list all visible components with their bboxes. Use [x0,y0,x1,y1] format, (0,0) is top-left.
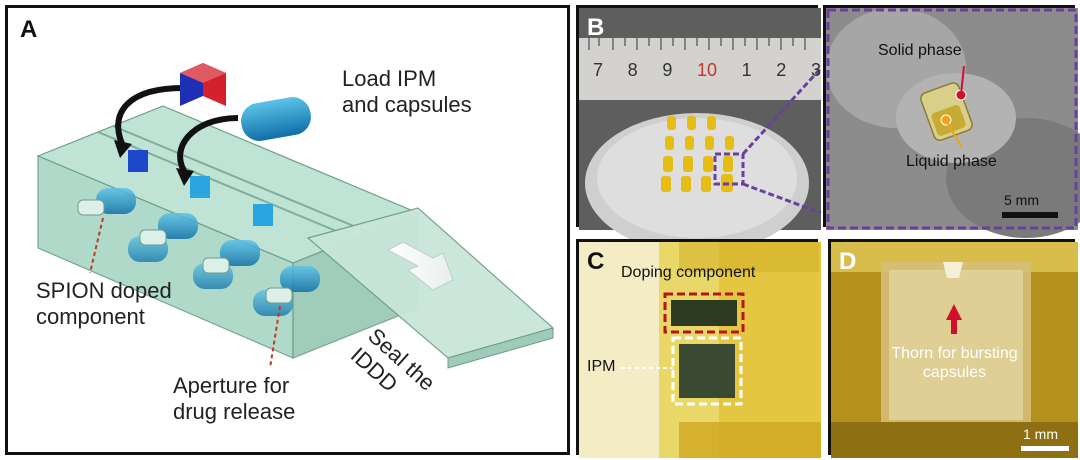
spion-component-3 [253,204,273,226]
ruler-tick-labels: 7 8 9 10 1 2 3 [593,60,821,81]
ipm-label: IPM [587,358,616,375]
capsule-closeup-photo [826,8,1080,238]
aperture-label: Aperture for drug release [173,373,295,425]
thorn-arrow-icon [946,304,962,334]
solid-phase-label: Solid phase [878,42,962,59]
scale-label-b: 5 mm [1004,192,1039,208]
aperture-label-line-1: Aperture for [173,373,290,398]
panel-b: B 7 8 9 10 1 2 3 [576,5,823,253]
spion-label-line-1: SPION doped [36,278,172,303]
panel-a: A Load IPM and capsules SPION doped comp… [5,5,570,455]
printed-capsules-photo [579,8,823,253]
spion-component-2 [190,176,210,198]
panel-d: D Thorn for bursting capsules 1 mm [828,239,1078,458]
scalebar-d [1021,446,1069,451]
aperture-label-line-2: drug release [173,399,296,424]
thorn [943,262,963,278]
panel-letter-d: D [839,248,857,275]
scalebar-b [1002,212,1058,218]
thorn-label-line-2: capsules [922,364,987,381]
panel-letter-a: A [20,16,38,43]
ruler-tick-8: 8 [627,60,638,80]
load-label-line-2: and capsules [342,92,472,117]
doping-component [671,300,737,326]
thorn-closeup-photo [831,242,1078,458]
spion-cube-icon [180,63,226,106]
panel-b-zoom: Solid phase Liquid phase 5 mm [823,5,1080,238]
ruler-tick-10: 10 [696,60,717,80]
ruler-tick-3: 3 [810,60,821,80]
load-arrow-1 [115,85,184,148]
capsule-icon [241,97,311,141]
thorn-label: Thorn for bursting capsules [861,344,1048,382]
panel-letter-c: C [587,248,605,275]
device-compartment-photo [579,242,821,458]
printed-capsules [661,116,734,192]
spion-label: SPION doped component [36,278,172,330]
ruler-tick-1: 1 [741,60,752,80]
thorn-label-line-1: Thorn for bursting [891,345,1018,362]
liquid-phase-label: Liquid phase [906,153,997,170]
scale-label-d: 1 mm [1023,426,1058,442]
panel-c: C Doping component IPM [576,239,821,458]
device-illustration [36,63,555,369]
spion-component-1 [128,150,148,172]
panel-letter-b: B [587,14,605,41]
load-label-line-1: Load IPM [342,66,437,91]
ruler-tick-9: 9 [662,60,673,80]
load-arrow-2 [177,115,239,176]
ipm-block [679,344,735,398]
load-ipm-label: Load IPM and capsules [342,66,472,118]
ruler-tick-7: 7 [593,60,604,80]
doping-component-label: Doping component [621,264,756,281]
seal-arrow-icon [386,241,454,291]
ruler-tick-2: 2 [776,60,787,80]
zoom-box [713,152,745,186]
spion-label-line-2: component [36,304,145,329]
drug-release-apertures [77,199,293,304]
